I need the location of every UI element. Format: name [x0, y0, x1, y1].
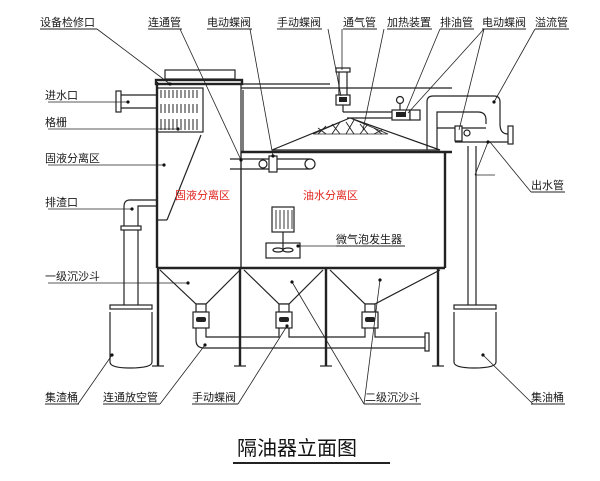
label-micro-bubble-generator: 微气泡发生器	[336, 232, 402, 246]
label-connecting-pipe: 连通管	[148, 15, 181, 29]
zone-label-solid-liquid: 固液分离区	[175, 188, 230, 202]
grille	[156, 87, 204, 221]
oil-bucket	[453, 304, 497, 369]
oil-down-pipe	[467, 146, 477, 305]
label-electric-butterfly-valve-2: 电动蝶阀	[482, 15, 526, 29]
label-secondary-sand-hopper: 二级沉沙斗	[365, 391, 420, 404]
top-labels: 设备检修口 连通管 电动蝶阀 手动蝶阀 通气管 加热装置 排油管 电动蝶阀 溢流…	[40, 15, 569, 30]
connecting-pipe	[230, 155, 316, 173]
label-overflow-pipe: 溢流管	[535, 15, 568, 29]
label-primary-sand-hopper: 一级沉沙斗	[45, 270, 100, 283]
inlet-chamber	[154, 69, 244, 268]
micro-bubble-generator	[265, 206, 301, 259]
oil-collection-cone	[271, 117, 441, 151]
label-manual-butterfly-valve-top: 手动蝶阀	[277, 15, 321, 29]
label-heating-device: 加热装置	[387, 16, 431, 29]
label-solid-liquid-zone: 固液分离区	[45, 151, 100, 165]
slag-bucket	[109, 304, 153, 369]
label-water-outlet-pipe: 出水管	[531, 178, 564, 192]
label-grille: 格栅	[45, 115, 67, 129]
zone-label-oil-water: 油水分离区	[303, 188, 358, 202]
equipment-drawing	[109, 67, 514, 369]
left-labels: 进水口 格栅 固液分离区 排渣口 一级沉沙斗	[45, 89, 100, 283]
label-water-inlet: 进水口	[45, 89, 78, 102]
inner-labels: 微气泡发生器	[336, 232, 405, 247]
main-tank	[157, 83, 452, 270]
inlet-pipe	[115, 90, 157, 113]
bottom-labels: 集渣桶 连通放空管 手动蝶阀 二级沉沙斗 集油桶	[45, 390, 565, 405]
zone-labels: 固液分离区 油水分离区	[175, 188, 358, 202]
support-legs	[152, 268, 444, 367]
overflow-pipe	[426, 95, 514, 150]
right-labels: 出水管	[489, 141, 565, 193]
oil-drain-valve	[391, 95, 421, 121]
label-vent-pipe: 通气管	[343, 15, 376, 29]
label-oil-drain-pipe: 排油管	[440, 15, 473, 29]
label-slag-bucket: 集渣桶	[45, 390, 78, 404]
diagram-title: 隔油器立面图	[237, 436, 357, 460]
label-maintenance-port: 设备检修口	[40, 15, 95, 29]
sand-hoppers	[159, 269, 441, 329]
vent-pipe	[335, 67, 395, 119]
label-oil-bucket: 集油桶	[531, 390, 564, 404]
label-electric-butterfly-valve-1: 电动蝶阀	[207, 15, 251, 29]
label-drain-pipe: 连通放空管	[103, 390, 158, 404]
drain-pipe	[195, 328, 430, 352]
label-manual-butterfly-valve-bottom: 手动蝶阀	[192, 390, 236, 404]
label-slag-outlet: 排渣口	[45, 195, 78, 209]
diagram-title-group: 隔油器立面图	[233, 436, 390, 464]
leader-dots	[110, 82, 496, 357]
slag-outlet-pipe	[120, 199, 157, 305]
